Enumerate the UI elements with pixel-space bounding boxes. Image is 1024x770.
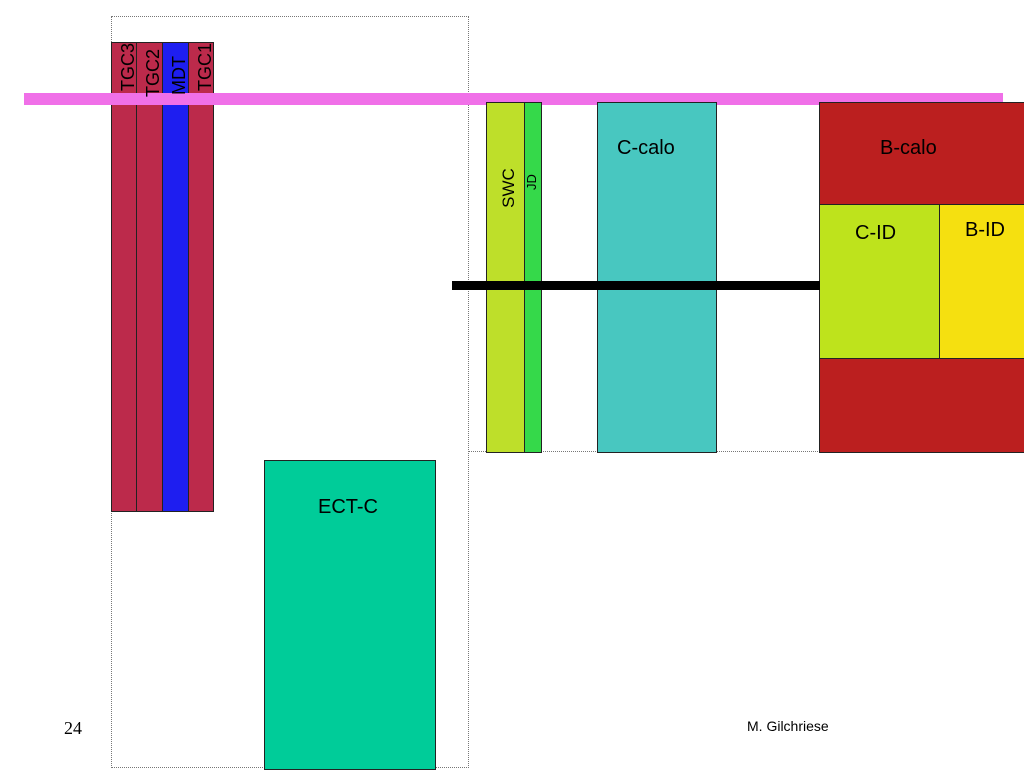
bottom-dotted-line [469, 451, 1024, 452]
b-id-label: B-ID [965, 219, 1005, 241]
ect-c-label: ECT-C [318, 496, 378, 518]
c-id-block [819, 204, 940, 359]
c-calo-block [597, 102, 717, 453]
author-credit: M. Gilchriese [747, 718, 829, 734]
beam-line [452, 281, 820, 290]
b-calo-label: B-calo [880, 137, 937, 159]
mdt-chamber [162, 42, 189, 512]
swc-label: SWC [499, 168, 518, 208]
magenta-line [24, 93, 1003, 105]
page-number: 24 [64, 718, 82, 738]
jd-block [524, 102, 542, 453]
jd-label: JD [524, 174, 539, 190]
tgc2-label: TGC2 [143, 48, 163, 97]
b-id-block [939, 204, 1024, 359]
tgc3-chamber [111, 42, 137, 512]
tgc1-chamber [188, 42, 214, 512]
mdt-label: MDT [169, 56, 189, 95]
swc-block [486, 102, 525, 453]
c-calo-label: C-calo [617, 137, 675, 159]
tgc1-label: TGC1 [195, 42, 215, 91]
tgc3-label: TGC3 [118, 42, 138, 91]
ect-c-block [264, 460, 436, 770]
c-id-label: C-ID [855, 222, 897, 244]
tgc2-chamber [136, 42, 163, 512]
